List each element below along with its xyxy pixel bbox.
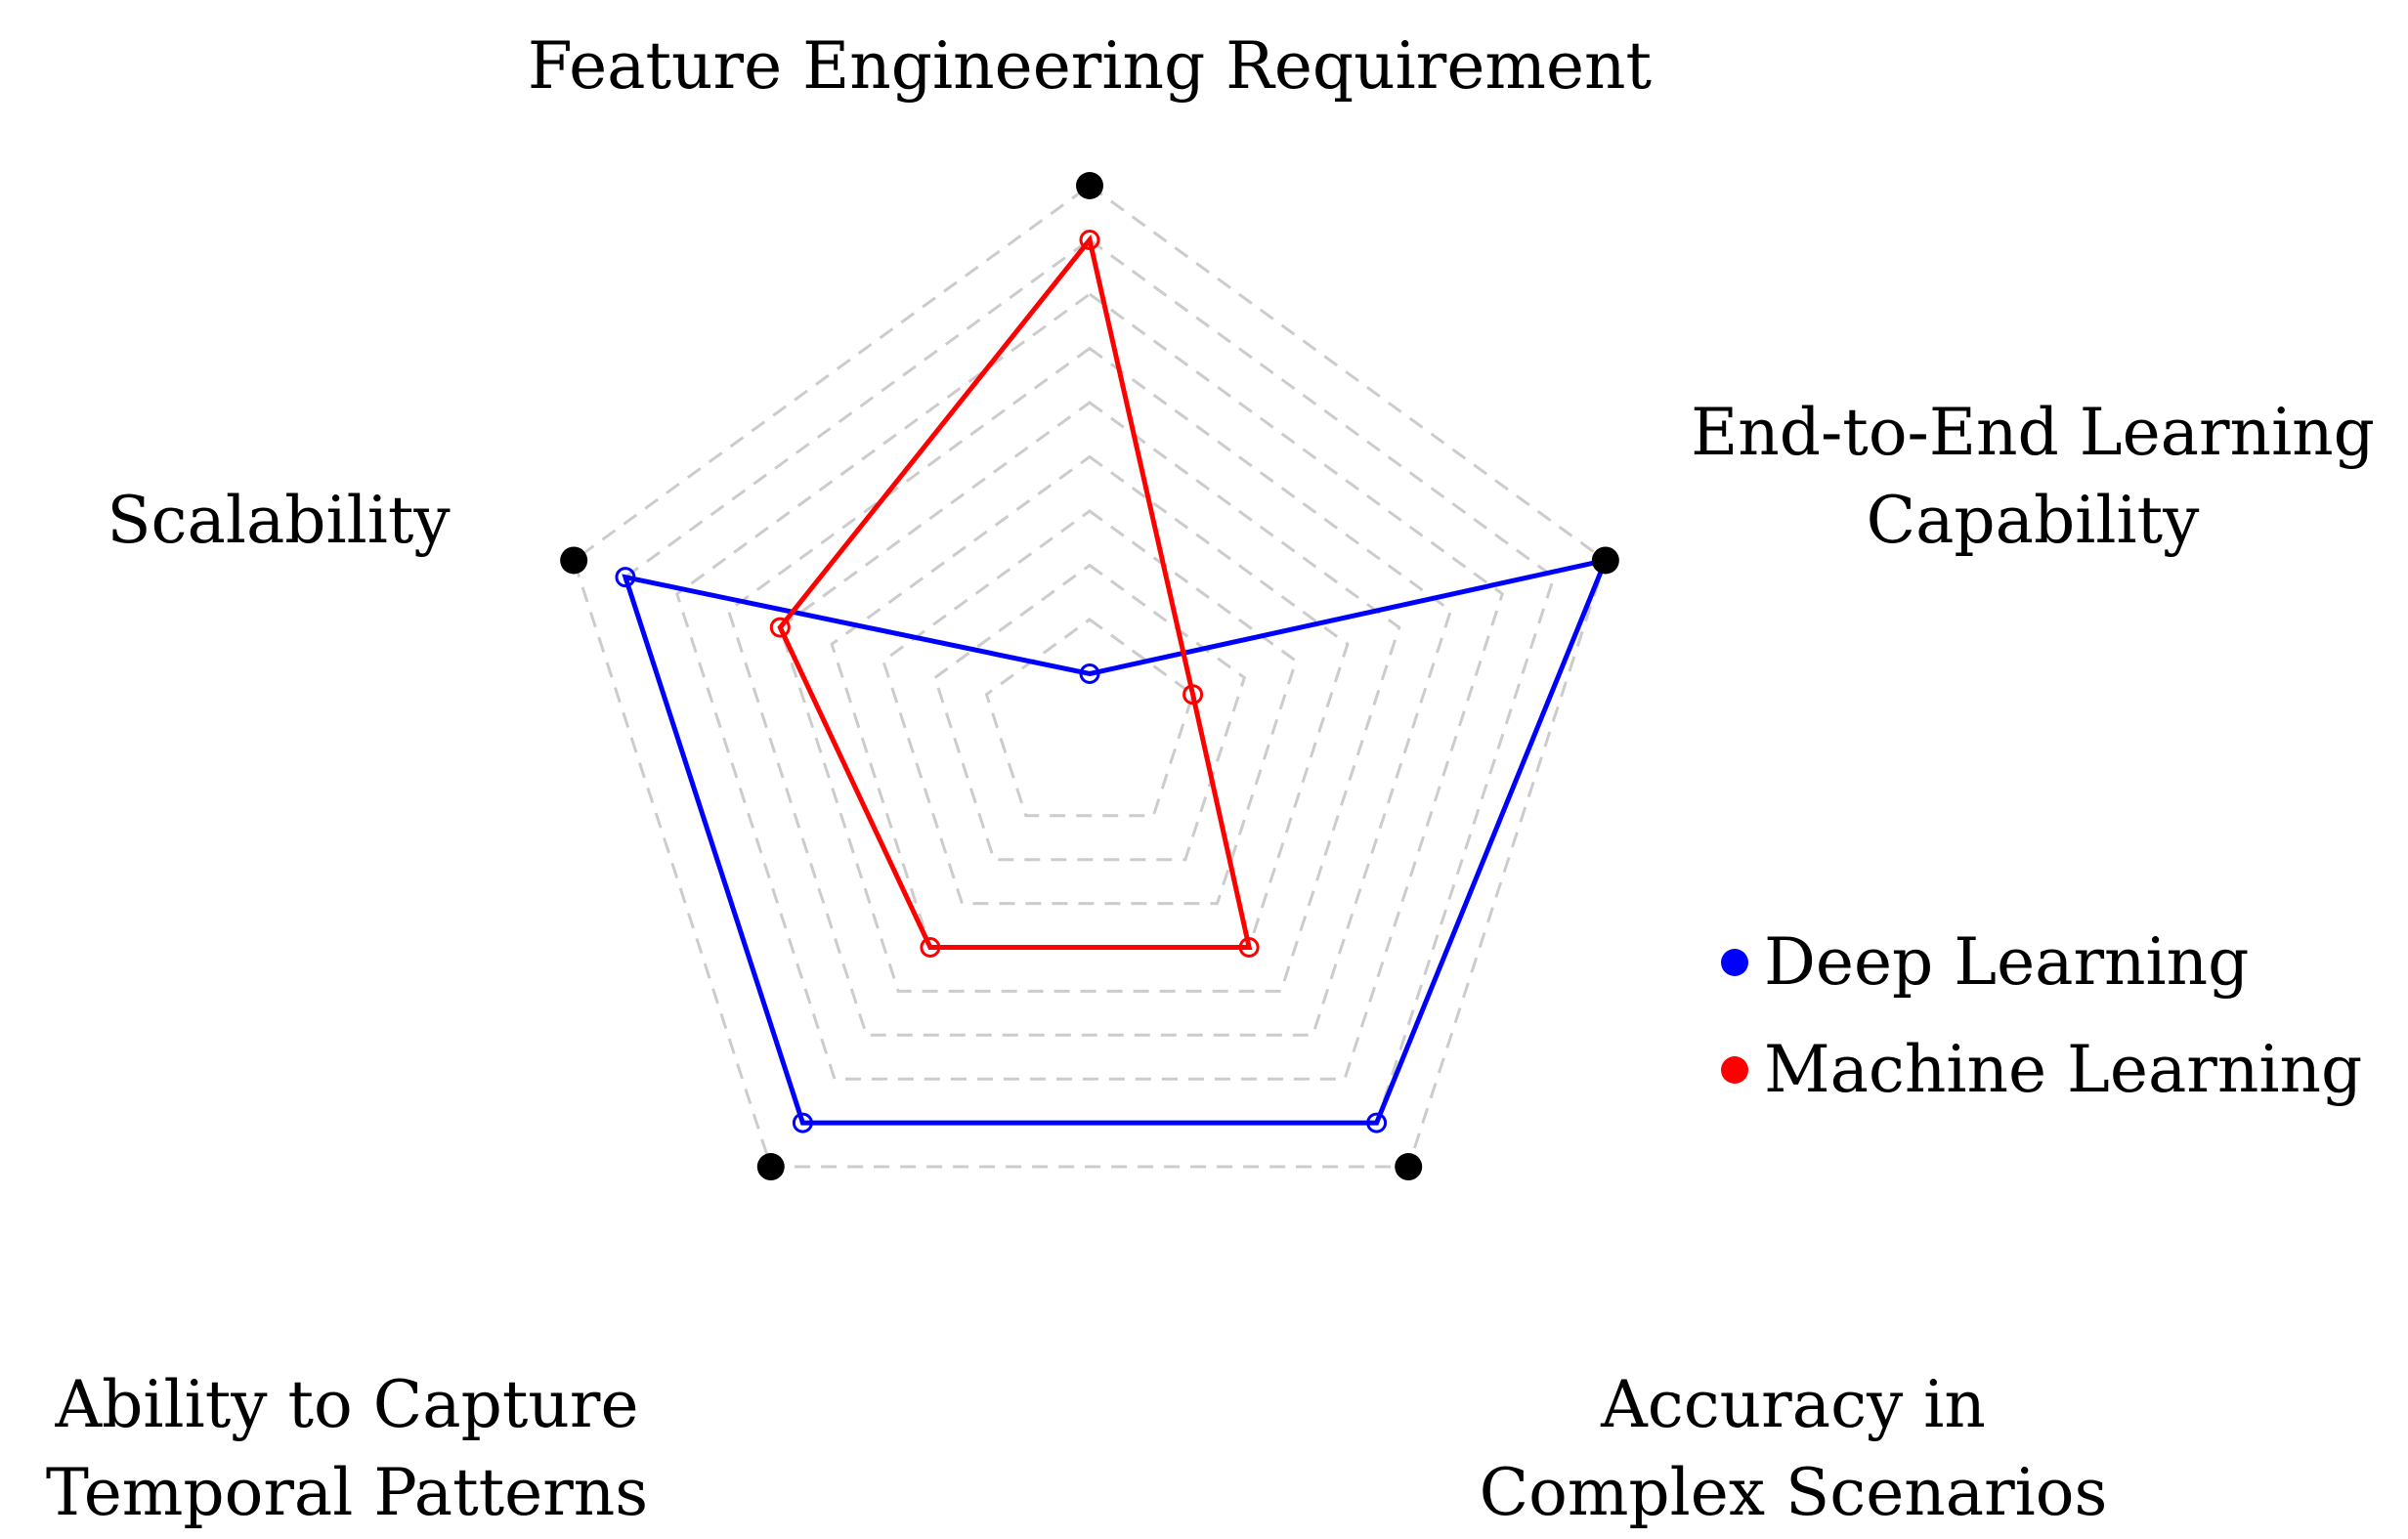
axis-vertex-layer (560, 172, 1619, 1181)
grid-ring (830, 454, 1350, 950)
axis-label-line: Ability to Capture (55, 1367, 639, 1442)
axis-label: Scalability (107, 483, 451, 558)
series-line (622, 557, 1610, 1126)
grid-ring (674, 292, 1505, 1081)
data-point (1079, 663, 1100, 684)
data-point (615, 567, 636, 588)
data-point (920, 937, 941, 959)
axis-label-line: End-to-End Learning (1691, 395, 2375, 470)
axis-label-line: Feature Engineering Requirement (528, 28, 1652, 104)
series-group (769, 230, 1260, 959)
axis-label-line: Capability (1867, 483, 2201, 558)
data-point (1366, 1112, 1388, 1133)
data-point (1238, 937, 1260, 959)
grid-ring (726, 346, 1453, 1037)
axis-vertex-dot (1395, 1153, 1423, 1181)
series-line (777, 234, 1253, 951)
legend-item: Deep Learning (1721, 924, 2249, 1000)
axis-vertex-dot (1591, 546, 1619, 575)
axis-label-line: Accuracy in (1600, 1367, 1986, 1442)
grid-ring (778, 401, 1401, 993)
axis-vertex-dot (756, 1153, 785, 1181)
axis-label-layer: Feature Engineering RequirementEnd-to-En… (46, 28, 2375, 1530)
data-point (792, 1112, 813, 1133)
grid-ring (932, 563, 1247, 862)
legend-label: Machine Learning (1764, 1032, 2362, 1107)
axis-label-line: Temporal Patterns (46, 1455, 648, 1530)
data-point (1079, 230, 1100, 250)
legend-item: Machine Learning (1721, 1032, 2362, 1107)
grid-ring (572, 184, 1608, 1169)
axis-vertex-dot (560, 546, 588, 575)
legend-marker (1721, 1056, 1748, 1084)
axis-label-line: Scalability (107, 483, 451, 558)
legend-label: Deep Learning (1764, 924, 2249, 1000)
axis-label-line: Complex Scenarios (1480, 1455, 2108, 1530)
legend-marker (1721, 949, 1748, 976)
axis-vertex-dot (1076, 172, 1103, 199)
data-point (769, 617, 791, 638)
data-point (1182, 684, 1204, 705)
axis-label: Accuracy in Complex Scenarios (1480, 1367, 2108, 1530)
grid-ring (984, 618, 1195, 818)
axis-label: Feature Engineering Requirement (528, 28, 1652, 104)
